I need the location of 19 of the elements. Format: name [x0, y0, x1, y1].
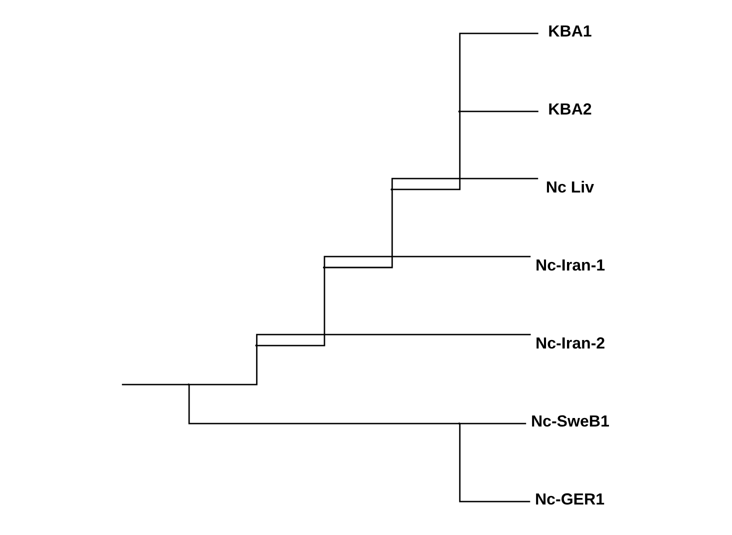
node-text: Nc-SweB1: [530, 412, 609, 431]
node-point: [458, 422, 460, 424]
node-point: [458, 110, 460, 112]
node-point: [390, 188, 392, 190]
connector: [459, 110, 538, 112]
connector: [188, 384, 458, 424]
connector: [323, 256, 530, 268]
connector: [121, 384, 188, 386]
node-point: [254, 344, 257, 346]
node-point: [187, 384, 190, 386]
node-text: KBA2: [548, 100, 592, 119]
node-text: KBA1: [548, 22, 592, 41]
connector: [256, 268, 325, 346]
node-text: Nc-Iran-1: [535, 256, 605, 275]
node-text: Nc-GER1: [534, 490, 604, 509]
node-point: [322, 266, 324, 268]
connector: [459, 422, 526, 424]
node-text: Nc-Iran-2: [535, 334, 605, 353]
node-text: Nc Liv: [545, 178, 594, 197]
